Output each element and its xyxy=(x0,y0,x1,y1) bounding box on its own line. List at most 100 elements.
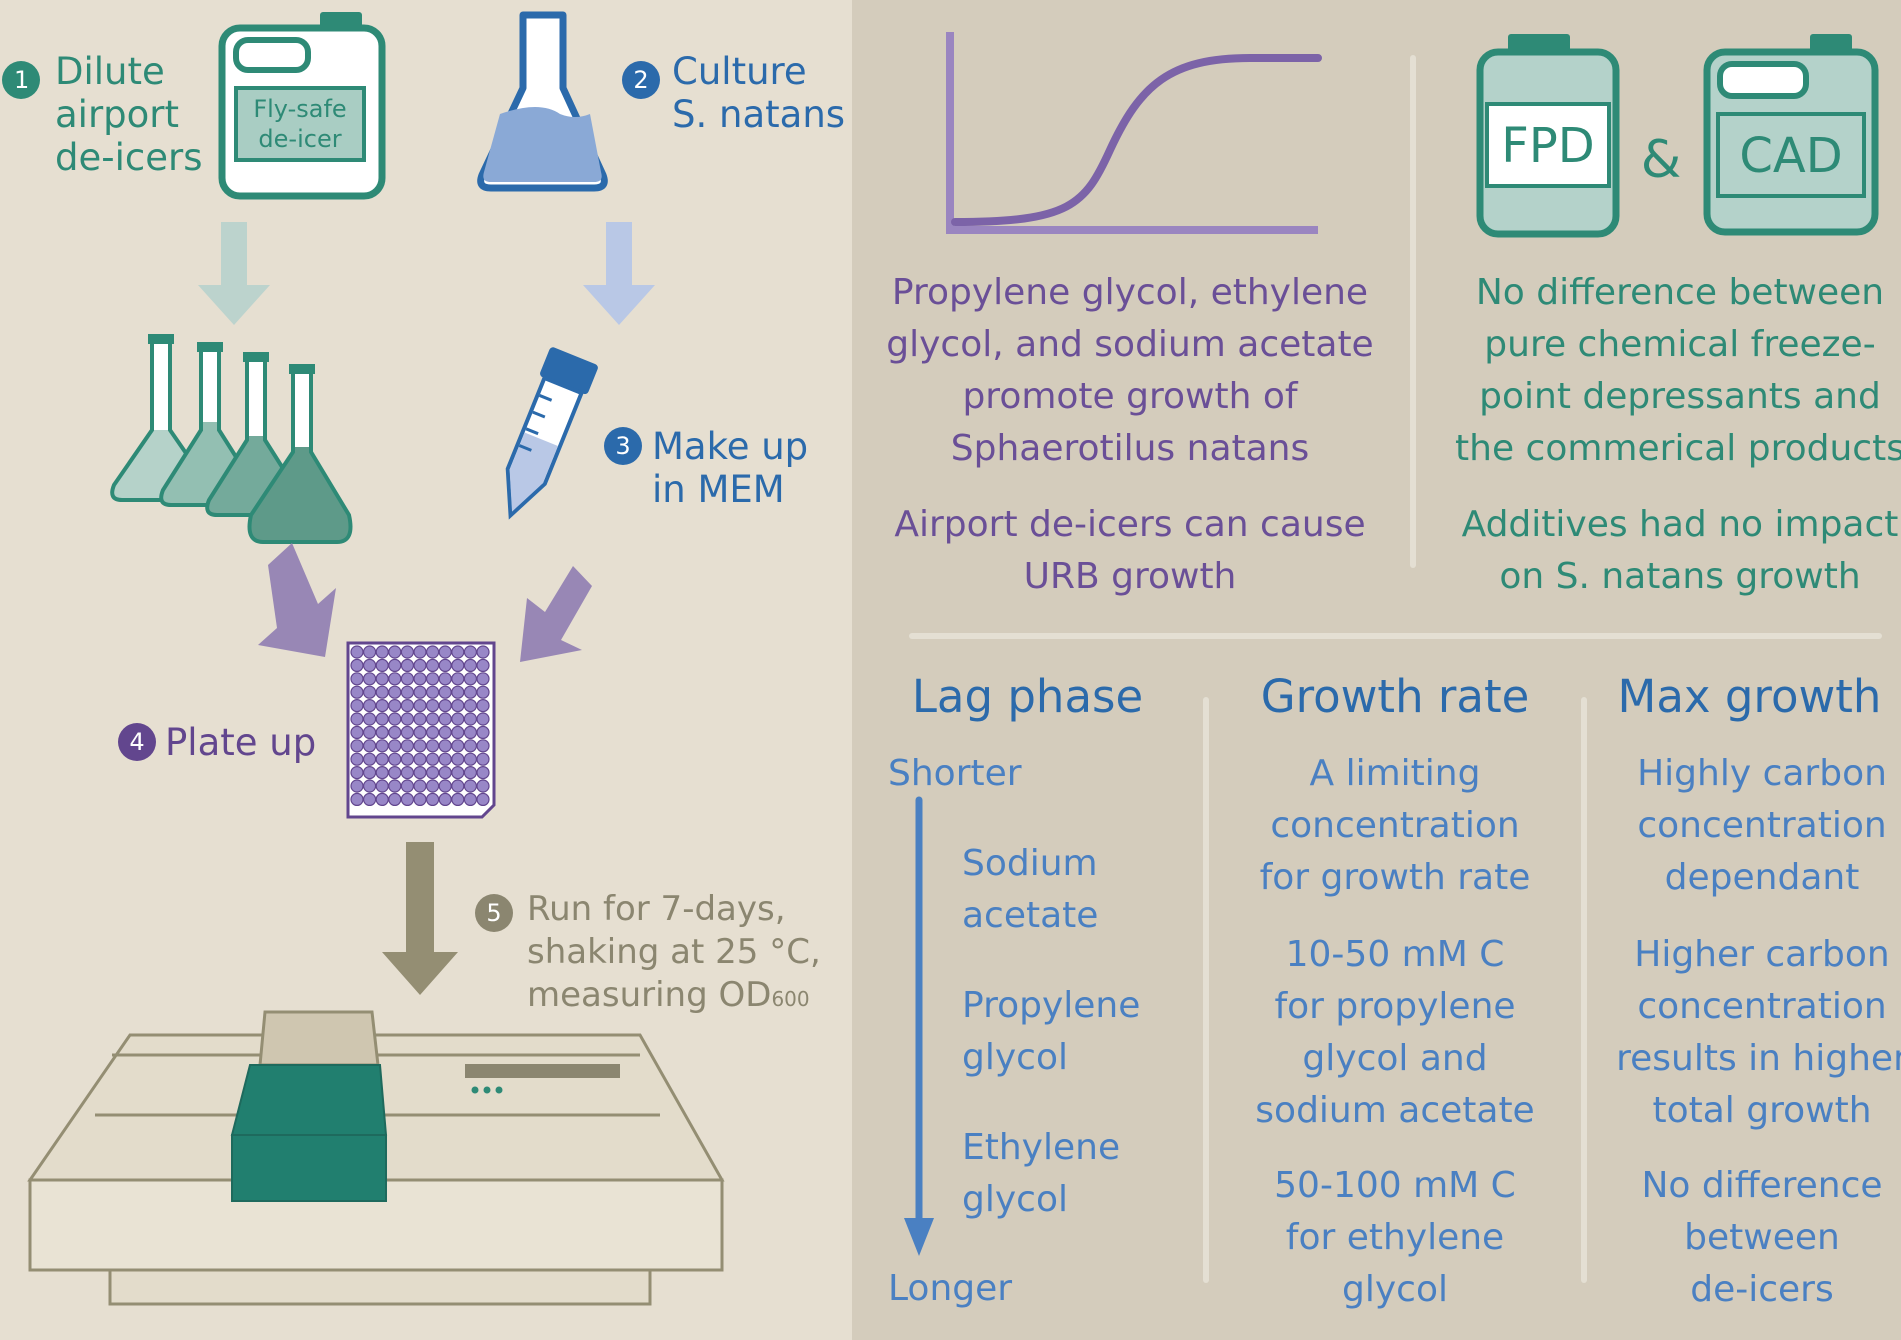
lag-item: Sodium acetate xyxy=(962,838,1098,942)
well xyxy=(375,739,389,753)
well xyxy=(463,752,477,766)
max-growth-line: Highly carbon xyxy=(1637,753,1887,794)
well-plate-icon xyxy=(346,641,496,819)
lag-item-line: glycol xyxy=(962,1037,1068,1078)
well xyxy=(463,645,477,659)
well xyxy=(350,672,364,686)
step-3-number: 3 xyxy=(615,432,631,460)
well xyxy=(463,712,477,726)
well xyxy=(388,685,402,699)
step-2-line: S. natans xyxy=(672,93,846,136)
step-2-number: 2 xyxy=(633,66,649,94)
well xyxy=(363,672,377,686)
arrow-down-icon xyxy=(382,842,458,995)
well xyxy=(426,765,440,780)
fpd-container-icon xyxy=(1476,34,1620,238)
well xyxy=(350,725,364,740)
step-1-label: Dilute airport de-icers xyxy=(55,50,202,179)
finding-urb: Airport de-icers can cause URB growth xyxy=(880,499,1380,603)
well xyxy=(438,765,452,780)
well xyxy=(375,658,389,673)
finding-growth: Propylene glycol, ethylene glycol, and s… xyxy=(880,267,1380,475)
well xyxy=(388,712,402,726)
finding-line: on S. natans growth xyxy=(1499,556,1861,597)
well xyxy=(413,685,427,699)
lag-item: Propylene glycol xyxy=(962,980,1140,1084)
arrow-diagonal-icon xyxy=(258,543,336,657)
growth-rate-line: glycol xyxy=(1342,1269,1448,1310)
arrow-down-icon xyxy=(198,222,270,325)
well xyxy=(388,765,402,780)
well xyxy=(350,792,364,807)
well xyxy=(426,752,440,766)
well xyxy=(388,779,402,793)
well xyxy=(476,685,490,699)
culture-flask-icon xyxy=(477,11,608,192)
well xyxy=(438,645,452,659)
well xyxy=(438,779,452,793)
step-5-badge xyxy=(475,894,513,932)
well xyxy=(375,779,389,793)
well xyxy=(438,672,452,686)
cad-container-icon xyxy=(1703,34,1879,236)
well xyxy=(451,672,465,686)
well xyxy=(476,779,490,793)
well xyxy=(350,765,364,780)
cad-label: CAD xyxy=(1739,128,1843,184)
well xyxy=(476,792,490,807)
well xyxy=(413,672,427,686)
well xyxy=(438,658,452,673)
well xyxy=(350,658,364,673)
growth-rate-line: glycol and xyxy=(1302,1038,1488,1079)
growth-rate-line: for propylene xyxy=(1274,986,1516,1027)
max-growth-item: No difference between de-icers xyxy=(1592,1160,1901,1316)
max-growth-line: concentration xyxy=(1637,986,1887,1027)
well xyxy=(438,739,452,753)
finding-line: pure chemical freeze- xyxy=(1484,324,1876,365)
well xyxy=(451,658,465,673)
well xyxy=(388,752,402,766)
well xyxy=(388,739,402,753)
well xyxy=(388,658,402,673)
finding-line: Additives had no impact xyxy=(1461,504,1899,545)
well xyxy=(451,685,465,699)
well xyxy=(350,739,364,753)
growth-rate-line: for ethylene xyxy=(1285,1217,1505,1258)
od-label: measuring OD xyxy=(527,975,772,1015)
well xyxy=(400,685,414,699)
od-wavelength: 600 xyxy=(771,987,810,1011)
max-growth-line: Higher carbon xyxy=(1634,934,1890,975)
well xyxy=(476,698,490,713)
arrow-diagonal-icon xyxy=(520,566,592,662)
well xyxy=(426,645,440,659)
well xyxy=(350,698,364,713)
well xyxy=(463,725,477,740)
well xyxy=(463,739,477,753)
lag-item-line: Sodium xyxy=(962,843,1098,884)
step-5-label: Run for 7-days, shaking at 25 °C, measur… xyxy=(527,888,821,1021)
well xyxy=(413,752,427,766)
well xyxy=(400,792,414,807)
finding-no-difference: No difference between pure chemical free… xyxy=(1440,267,1901,475)
dilution-flasks-icon xyxy=(110,334,353,544)
well xyxy=(476,739,490,753)
growth-rate-title: Growth rate xyxy=(1260,670,1530,723)
finding-line: Sphaerotilus natans xyxy=(950,428,1310,469)
well xyxy=(463,779,477,793)
lag-item-line: Propylene xyxy=(962,985,1141,1026)
well xyxy=(375,645,389,659)
well xyxy=(400,645,414,659)
well xyxy=(375,765,389,780)
well xyxy=(400,725,414,740)
step-3-label: Make up in MEM xyxy=(652,425,808,511)
well xyxy=(451,725,465,740)
well xyxy=(426,698,440,713)
lag-arrow-icon xyxy=(904,796,934,1256)
falcon-tube-icon xyxy=(505,347,598,520)
max-growth-line: No difference xyxy=(1641,1165,1883,1206)
max-growth-line: between xyxy=(1684,1217,1840,1258)
max-growth-line: dependant xyxy=(1664,857,1860,898)
well xyxy=(451,712,465,726)
growth-rate-line: sodium acetate xyxy=(1255,1090,1535,1131)
